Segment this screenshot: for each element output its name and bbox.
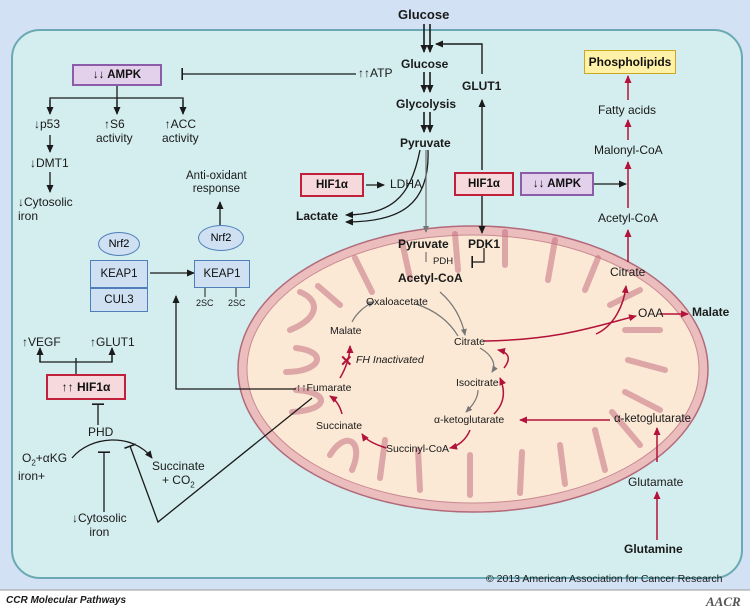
label-2sc-a: 2SC xyxy=(196,298,214,308)
arrow-fumarate-keap1 xyxy=(172,295,296,390)
label-fumarate: ↑↑Fumarate xyxy=(296,382,352,394)
label-citrate-mito: Citrate xyxy=(454,336,485,348)
arrow-pyruvate-lactate-1 xyxy=(345,149,421,219)
arrow-akg-succinylcoa xyxy=(449,429,471,450)
hif1a-box-main: ↑↑ HIF1α xyxy=(46,374,126,400)
footer-journal-name: CCR Molecular Pathways xyxy=(6,595,127,606)
fumarate-inhibits-phd xyxy=(124,397,313,524)
label-dmt1: ↓DMT1 xyxy=(30,156,69,170)
label-2sc-b: 2SC xyxy=(228,298,246,308)
hif1a-box-pdk1: HIF1α xyxy=(454,172,514,196)
label-mito-pyruvate: Pyruvate xyxy=(398,237,449,251)
label-ldha: LDHA xyxy=(390,177,423,191)
nrf2-oval-left: Nrf2 xyxy=(98,232,140,256)
label-glut1-up: ↑GLUT1 xyxy=(90,335,135,349)
arrow-isocitrate-akg xyxy=(465,389,479,413)
aacr-logo: AACR xyxy=(705,594,741,609)
cul3-box: CUL3 xyxy=(90,288,148,312)
label-akg-cyto: α-ketoglutarate xyxy=(614,413,691,425)
label-s6-activity: ↑S6 activity xyxy=(96,117,133,145)
arrow-citrate-isocitrate xyxy=(479,347,498,373)
label-citrate-cyto: Citrate xyxy=(610,265,646,279)
ampk-box-left: ↓↓ AMPK xyxy=(72,64,162,86)
arrow-citrate-up xyxy=(595,285,629,335)
label-fh-inactivated: FH Inactivated xyxy=(356,354,424,366)
label-akg-mito: α-ketoglutarate xyxy=(434,414,505,426)
label-acc-activity: ↑ACC activity xyxy=(162,117,199,145)
mitochondrion-inner xyxy=(246,234,700,504)
label-o2-akg: O2+αKG xyxy=(22,451,68,468)
label-pdh: PDH xyxy=(433,256,454,267)
fh-cross: ✕ xyxy=(340,353,353,370)
keap1-box-left: KEAP1 xyxy=(90,260,148,288)
arrow-succinylcoa-succinate xyxy=(361,433,387,449)
label-glutamine: Glutamine xyxy=(624,542,683,556)
arrow-oxaloacetate-citrate xyxy=(415,303,459,337)
label-oaa: OAA xyxy=(638,306,664,320)
nrf2-oval-right: Nrf2 xyxy=(198,225,244,251)
arrow-acetylcoa-citrate xyxy=(439,291,467,336)
label-glucose: Glucose xyxy=(401,57,449,71)
label-phd: PHD xyxy=(88,425,114,439)
label-malate-mito: Malate xyxy=(330,325,362,337)
keap1-box-right: KEAP1 xyxy=(194,260,250,288)
arrow-akg-isocitrate xyxy=(493,377,506,415)
label-glut1: GLUT1 xyxy=(462,79,502,93)
hif1a-box-ldha: HIF1α xyxy=(300,173,364,197)
label-glycolysis: Glycolysis xyxy=(396,97,457,111)
label-pdk1: PDK1 xyxy=(468,237,501,251)
arrow-fumarate-malate xyxy=(339,345,354,379)
copyright-text: © 2013 American Association for Cancer R… xyxy=(486,573,723,585)
mitochondrial-cristae xyxy=(283,229,668,498)
footer-bar xyxy=(0,590,750,611)
label-glutamate: Glutamate xyxy=(628,475,684,489)
label-isocitrate: Isocitrate xyxy=(456,377,499,389)
arrow-pyruvate-lactate-2 xyxy=(345,149,429,226)
label-vegf: ↑VEGF xyxy=(22,335,61,349)
label-p53: ↓p53 xyxy=(34,117,61,131)
label-oxaloacetate: Oxaloacetate xyxy=(366,296,428,308)
label-succinyl-coa: Succinyl-CoA xyxy=(386,443,450,455)
label-iron-plus: iron+ xyxy=(18,469,46,483)
label-atp: ↑↑ATP xyxy=(358,66,393,80)
arrow-citrate-oaa xyxy=(483,314,637,342)
label-cytosolic-iron-bottom: ↓Cytosolic iron xyxy=(72,511,127,539)
label-antioxidant-response: Anti-oxidant response xyxy=(186,170,247,196)
label-acetyl-coa-mito: Acetyl-CoA xyxy=(398,271,463,285)
arrow-phd-reaction xyxy=(71,439,153,459)
label-succinate-mito: Succinate xyxy=(316,420,363,432)
label-acetyl-coa-cyto: Acetyl-CoA xyxy=(598,211,659,225)
arrow-isocitrate-citrate xyxy=(497,347,509,369)
label-lactate: Lactate xyxy=(296,209,339,223)
ampk-box-right: ↓↓ AMPK xyxy=(520,172,594,196)
phospholipids-box: Phospholipids xyxy=(584,50,676,74)
arrow-succinate-fumarate xyxy=(329,395,343,415)
label-succinate-co2: Succinate + CO2 xyxy=(152,459,205,490)
label-malonyl-coa: Malonyl-CoA xyxy=(594,143,663,157)
arrow-glut1-glucose xyxy=(435,40,483,74)
arrow-malate-oxaloacetate xyxy=(351,301,375,323)
label-fatty-acids: Fatty acids xyxy=(598,103,657,117)
label-cytosolic-iron-top: ↓Cytosolic iron xyxy=(18,195,73,223)
label-glucose-extracellular: Glucose xyxy=(398,7,450,22)
label-malate-cyto: Malate xyxy=(692,305,730,319)
pdk1-inhibits-pdh xyxy=(471,248,485,268)
label-pyruvate: Pyruvate xyxy=(400,136,451,150)
